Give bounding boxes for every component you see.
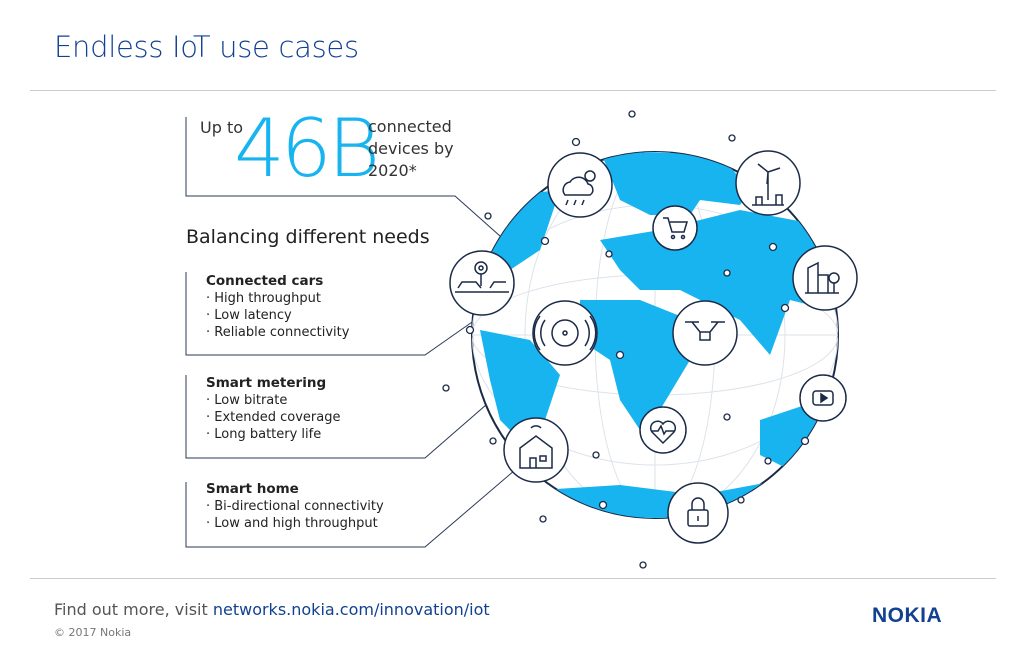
city-icon (792, 245, 858, 311)
stat-value: 46B (234, 102, 380, 195)
footer-cta: Find out more, visit networks.nokia.com/… (54, 600, 490, 619)
smart-home-icon (503, 417, 569, 483)
video-play-icon (799, 374, 847, 422)
use-case-item: · Low latency (206, 308, 292, 323)
footer-text: Find out more, visit (54, 600, 208, 619)
divider-bottom (30, 578, 996, 579)
stat-suffix-line: connected (368, 117, 452, 136)
connector-lines (185, 117, 541, 548)
use-case-item: · Extended coverage (206, 410, 341, 425)
weather-icon (547, 152, 613, 218)
use-case-title: Smart metering (206, 375, 327, 391)
connector-stat (185, 117, 501, 237)
use-case-connected-cars: Connected cars · High throughput · Low l… (206, 273, 349, 341)
nokia-logo: NOKIA (872, 604, 943, 627)
use-case-item: · Reliable connectivity (206, 325, 350, 340)
connected-cars-icon (449, 250, 515, 316)
stat-suffix-line: 2020* (368, 161, 417, 180)
connector-home (185, 469, 516, 548)
use-case-item: · Long battery life (206, 427, 322, 442)
stat-suffix-line: devices by (368, 139, 454, 158)
divider-top (30, 90, 996, 91)
section-heading: Balancing different needs (186, 226, 430, 248)
use-case-item: · Low bitrate (206, 393, 288, 408)
continent-africa (580, 300, 690, 430)
continent-eurasia (600, 210, 838, 355)
footer-link[interactable]: networks.nokia.com/innovation/iot (212, 600, 490, 619)
use-case-item: · Bi-directional connectivity (206, 499, 384, 514)
use-case-title: Connected cars (206, 273, 324, 289)
use-case-item: · High throughput (206, 291, 321, 306)
stat-suffix: connected devices by 2020* (368, 116, 478, 182)
use-case-item: · Low and high throughput (206, 516, 378, 531)
copyright: © 2017 Nokia (54, 626, 132, 639)
floating-dots (442, 110, 810, 569)
use-case-smart-home: Smart home · Bi-directional connectivity… (206, 481, 384, 532)
page-title: Endless IoT use cases (54, 30, 359, 64)
use-case-title: Smart home (206, 481, 299, 497)
lock-icon (667, 482, 729, 544)
continent-greenland (600, 152, 750, 215)
shopping-cart-icon (652, 205, 698, 251)
use-case-smart-metering: Smart metering · Low bitrate · Extended … (206, 375, 341, 443)
drone-icon (672, 300, 738, 366)
connector-metering (185, 357, 541, 459)
connector-cars (185, 272, 476, 356)
wind-turbine-icon (735, 150, 801, 216)
smart-meter-icon (532, 300, 598, 366)
heart-rate-icon (639, 406, 687, 454)
stat-prefix: Up to (200, 118, 244, 137)
continent-south-america (480, 330, 560, 440)
